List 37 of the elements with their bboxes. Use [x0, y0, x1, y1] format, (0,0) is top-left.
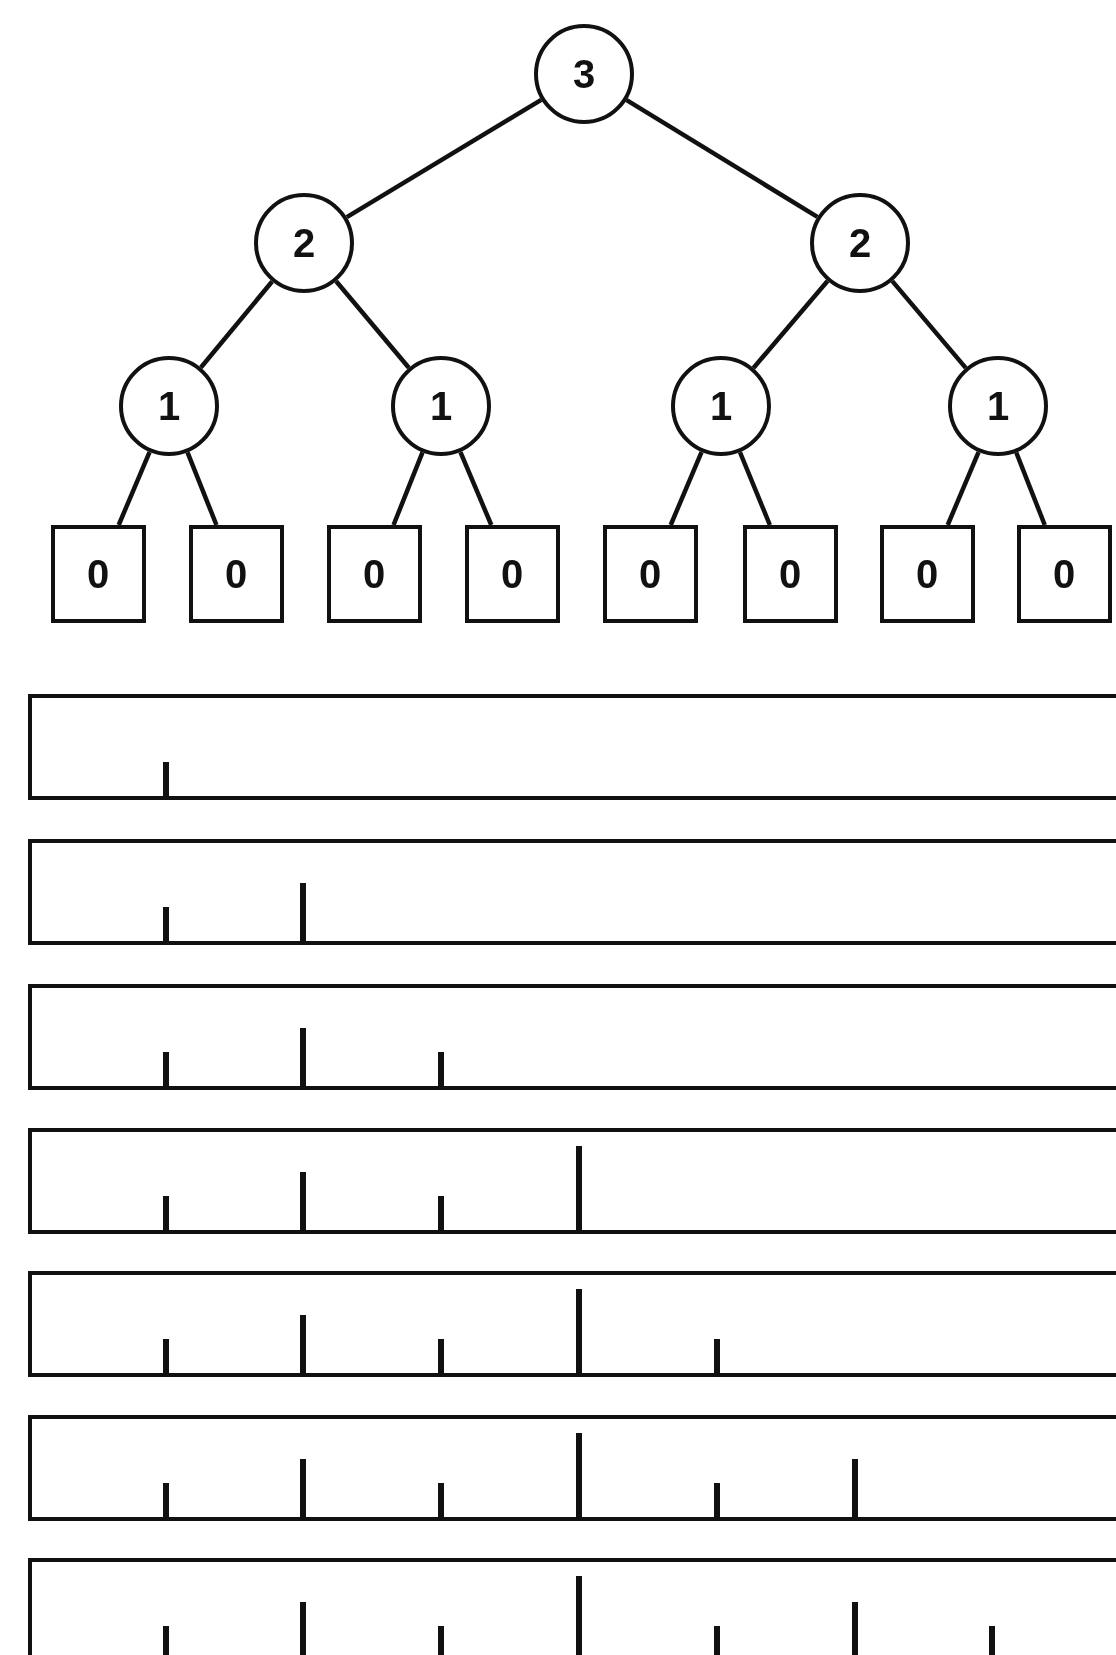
- tree-edge: [185, 451, 219, 526]
- leaf-node-square: [326, 525, 422, 623]
- node-value: 0: [500, 554, 524, 594]
- leaf-node-square: [602, 525, 698, 623]
- node-value: 1: [157, 386, 181, 426]
- tree-edge: [458, 451, 494, 526]
- node-value: 1: [986, 386, 1010, 426]
- leaf-node-square: [50, 525, 146, 623]
- tree-edge: [116, 451, 152, 526]
- node-value: 0: [915, 554, 939, 594]
- node-value: 0: [1052, 554, 1076, 594]
- tree-edge: [751, 279, 830, 370]
- node-value: 1: [429, 386, 453, 426]
- tree-edge: [1014, 451, 1047, 526]
- leaf-node-square: [464, 525, 560, 623]
- node-value: 2: [292, 223, 316, 263]
- tree-edge: [737, 451, 772, 526]
- tree-edge: [945, 451, 981, 526]
- leaf-node-square: [879, 525, 975, 623]
- tree-edge: [345, 97, 543, 220]
- tree-edge: [199, 280, 274, 369]
- tree-edge: [668, 451, 704, 526]
- node-value: 0: [224, 554, 248, 594]
- tree-edge: [890, 279, 968, 370]
- leaf-node-square: [742, 525, 838, 623]
- node-value: 0: [362, 554, 386, 594]
- node-value: 1: [709, 386, 733, 426]
- tree-edge: [391, 451, 425, 526]
- tree-edge: [625, 98, 819, 219]
- node-value: 0: [778, 554, 802, 594]
- node-value: 0: [638, 554, 662, 594]
- tree-edge: [334, 279, 411, 370]
- node-value: 3: [572, 54, 596, 94]
- leaf-node-square: [1016, 525, 1112, 623]
- node-value: 0: [86, 554, 110, 594]
- node-value: 2: [848, 223, 872, 263]
- leaf-node-square: [188, 525, 284, 623]
